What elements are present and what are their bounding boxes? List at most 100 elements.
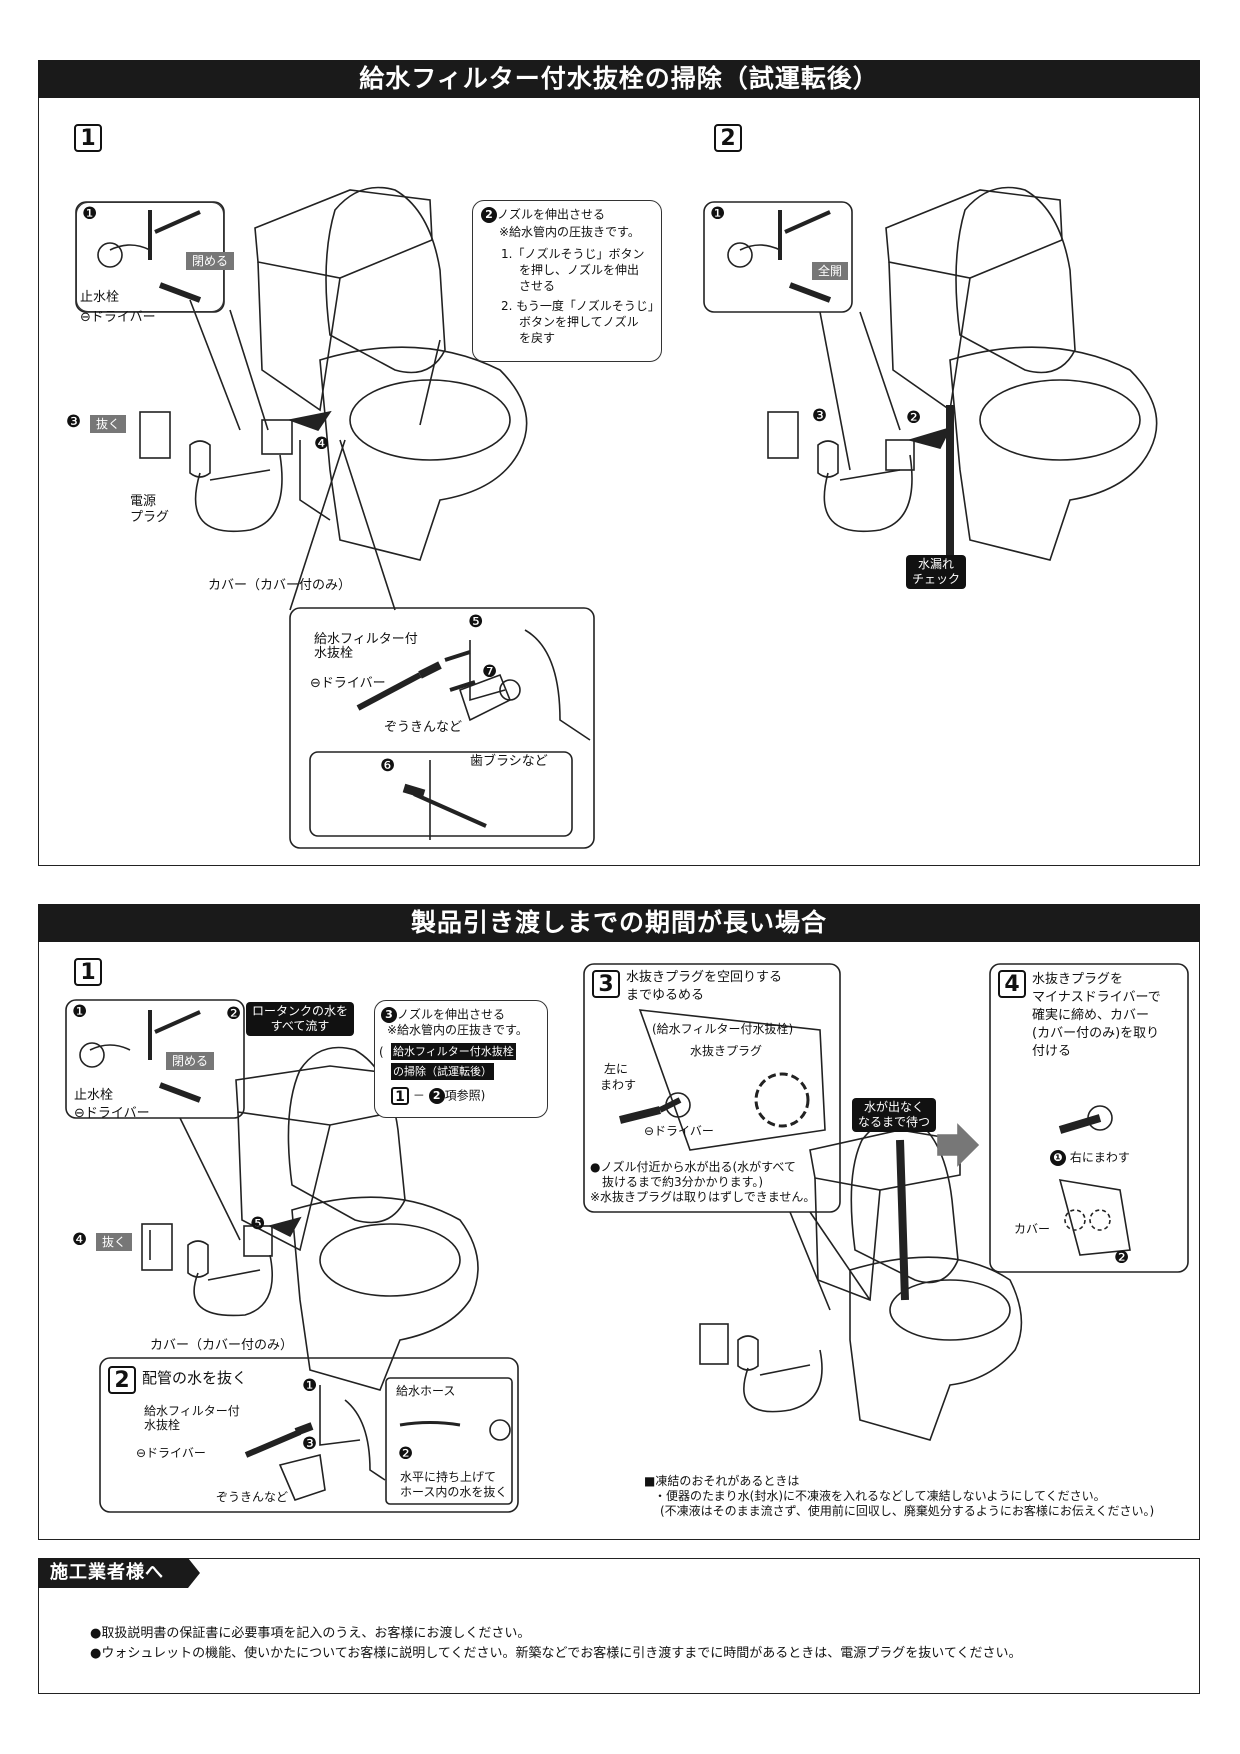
detail-num5: ❺ [468, 612, 484, 632]
s2-step3-number: 3 [592, 970, 620, 998]
nozzle-note: ※給水管内の圧抜きです。 [499, 225, 640, 239]
detail-cloth: ぞうきんなど [384, 720, 463, 735]
detail-num7: ❼ [482, 662, 498, 682]
s2-step3-note2: ※水抜きプラグは取りはずしできません。 [590, 1190, 816, 1204]
s2-step2-n3: ❸ [302, 1434, 318, 1454]
s2-step3-note1b: 抜けるまで約3分かかります。) [602, 1175, 764, 1189]
s2-step2-filter-l1: 給水フィルター付 [144, 1404, 240, 1418]
nozzle-step-num: 2 [481, 207, 497, 223]
step-1-number: 1 [74, 124, 102, 152]
s2-lift-l1: 水平に持ち上げて [400, 1470, 497, 1484]
s2-nozzle-heading: ノズルを伸出させる [397, 1007, 506, 1022]
installer-bullet1: ●取扱説明書の保証書に必要事項を記入のうえ、お客様にお渡しください。 [90, 1626, 531, 1641]
s2-inset-num: ❶ [72, 1002, 88, 1022]
s2-step2-title: 配管の水を抜く [142, 1369, 248, 1387]
s2-step3-title-l2: までゆるめる [626, 988, 705, 1003]
s2-step4-turn-num: ❶ [1050, 1150, 1066, 1166]
s2-paren-open: ( [379, 1045, 384, 1059]
freeze-l2: (不凍液はそのまま流さず、使用前に回収し、廃棄処分するようにお客様にお伝えくださ… [660, 1504, 1155, 1518]
s2-ref-tail: 項参照) [444, 1088, 486, 1103]
nozzle-line2: 2. もう一度「ノズルそうじ」 [501, 299, 660, 313]
detail-num6: ❻ [380, 756, 396, 776]
wait-badge: 水が出なく なるまで待つ [852, 1098, 937, 1132]
wait-l1: 水が出なく [864, 1100, 925, 1114]
s2-step4-l5: 付ける [1032, 1044, 1072, 1059]
tank-num: ❷ [226, 1004, 242, 1024]
s1-step2-num3: ❸ [812, 406, 828, 426]
s2-step4-cover: カバー [1014, 1222, 1051, 1236]
unplug-badge: 抜く [90, 415, 127, 433]
inset1-num: ❶ [82, 204, 98, 224]
s2-nozzle-note: ※給水管内の圧抜きです。 [387, 1023, 528, 1037]
s2-step4-l1: 水抜きプラグを [1032, 972, 1124, 987]
s2-step3-title-l1: 水抜きプラグを空回りする [626, 970, 783, 985]
s2-step4-turn-right: 右にまわす [1069, 1150, 1130, 1165]
num4: ❹ [314, 434, 330, 454]
tank-badge-l2: すべて流す [270, 1019, 330, 1033]
s2-screwdriver-label: ⊖ドライバー [74, 1106, 150, 1121]
s1-step2-num2: ❷ [906, 408, 922, 428]
s2-ref-l1: 給水フィルター付水抜栓 [391, 1043, 516, 1060]
s2-valve-label: 止水栓 [74, 1088, 114, 1103]
section-installer-notice [38, 1558, 1200, 1694]
s2-unplug-num: ❹ [72, 1230, 88, 1250]
s2-step4-number: 4 [998, 970, 1026, 998]
installer-bullet2: ●ウォシュレットの機能、使いかたについてお客様に説明してください。新築などでお客… [90, 1646, 1022, 1661]
s2-step2-number: 2 [108, 1366, 136, 1394]
filter-l1: 給水フィルター付 [314, 632, 418, 647]
leak-check-badge: 水漏れ チェック [906, 555, 967, 589]
s2-lift-l2: ホース内の水を抜く [400, 1485, 508, 1499]
section-title-filter-cleaning: 給水フィルター付水抜栓の掃除（試運転後） [38, 60, 1200, 98]
s2-step3-turn-l1: 左に [604, 1062, 629, 1076]
detail-screwdriver: ⊖ドライバー [310, 676, 386, 691]
section-filter-cleaning [38, 60, 1200, 866]
s2-step4-l3: 確実に締め、カバー [1032, 1008, 1150, 1023]
freeze-l1: ・便器のたまり水(封水)に不凍液を入れるなどして凍結しないようにしてください。 [654, 1489, 1106, 1503]
nozzle-line1c: させる [519, 279, 556, 293]
s2-step2-screwdriver: ⊖ドライバー [136, 1446, 206, 1460]
nozzle-line1b: を押し、ノズルを伸出 [519, 263, 640, 277]
s2-step2-cloth: ぞうきんなど [216, 1490, 289, 1504]
tank-badge-l1: ロータンクの水を [252, 1004, 349, 1018]
s2-ref-l2: の掃除（試運転後） [391, 1063, 494, 1080]
freeze-head: ■凍結のおそれがあるときは [644, 1474, 800, 1488]
s2-num5: ❺ [250, 1214, 266, 1234]
wait-l2: なるまで待つ [858, 1115, 931, 1129]
section-title-installer: 施工業者様へ [38, 1558, 188, 1588]
s2-unplug-badge: 抜く [96, 1233, 133, 1251]
s2-nozzle-num: 3 [381, 1007, 397, 1023]
nozzle-line1: 1.「ノズルそうじ」ボタン [501, 247, 645, 261]
s1-step2-inset-num: ❶ [710, 204, 726, 224]
screwdriver-label: ⊖ドライバー [80, 310, 156, 325]
s2-step3-drain-plug: 水抜きプラグ [690, 1044, 763, 1058]
s2-ref-box: 1 [391, 1087, 409, 1105]
power-plug-l2: プラグ [130, 510, 170, 525]
s2-ref-num: 2 [428, 1088, 445, 1104]
cover-label: カバー（カバー付のみ） [208, 578, 352, 593]
section-title-long-period: 製品引き渡しまでの期間が長い場合 [38, 904, 1200, 942]
s2-step2-filter-l2: 水抜栓 [144, 1418, 181, 1432]
s2-step4-l2: マイナスドライバーで [1032, 990, 1161, 1005]
s2-close-badge: 閉める [166, 1052, 215, 1070]
s2-step4-num2: ❷ [1114, 1248, 1130, 1268]
unplug-num: ❸ [66, 412, 82, 432]
nozzle-heading: ノズルを伸出させる [497, 207, 606, 222]
s2-step3-filter-paren: (給水フィルター付水抜栓) [652, 1022, 794, 1036]
s2-step4-l4: (カバー付のみ)を取り [1032, 1026, 1160, 1041]
s2-step3-screwdriver: ⊖ドライバー [644, 1124, 714, 1138]
valve-label: 止水栓 [80, 290, 120, 305]
s2-step2-n1: ❶ [302, 1376, 318, 1396]
filter-l2: 水抜栓 [314, 646, 354, 661]
s2-step3-turn-l2: まわす [600, 1078, 637, 1092]
step-2-number: 2 [714, 124, 742, 152]
s2-step3-note1: ●ノズル付近から水が出る(水がすべて [590, 1160, 796, 1174]
detail-brush: 歯ブラシなど [470, 754, 548, 769]
s2-step2-n2: ❷ [398, 1444, 414, 1464]
power-plug-l1: 電源 [130, 494, 157, 509]
leak-check-l2: チェック [912, 572, 961, 586]
s2-cover-label: カバー（カバー付のみ） [150, 1338, 294, 1353]
s2-step-1-number: 1 [74, 958, 102, 986]
nozzle-line2b: ボタンを押してノズル [519, 315, 639, 329]
